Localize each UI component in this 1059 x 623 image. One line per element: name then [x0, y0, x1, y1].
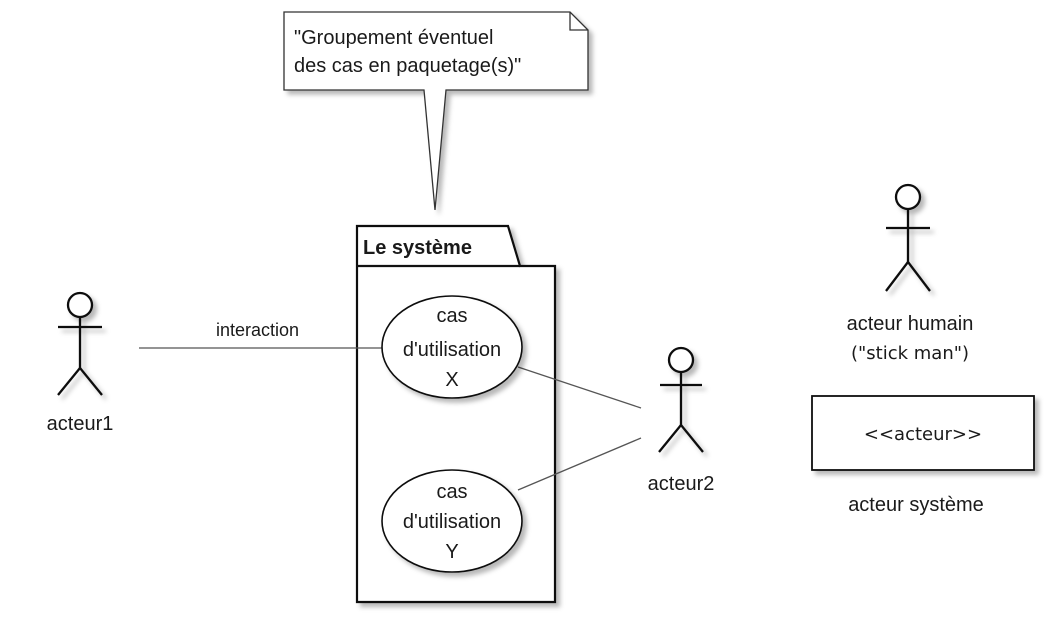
actor2-label: acteur2: [648, 473, 715, 495]
system-actor-stereotype: <<acteur>>: [864, 424, 982, 445]
actor1: acteur1: [47, 291, 114, 435]
note-shape: [283, 11, 589, 211]
system-actor-box: [811, 395, 1035, 471]
actor1-stick-figure-icon: [57, 291, 103, 396]
use-case-y-ellipse: [381, 469, 523, 573]
package-title: Le système: [363, 237, 472, 259]
human-actor-label: acteur humain: [847, 313, 974, 335]
note: "Groupement éventuel des cas en paquetag…: [283, 11, 589, 211]
use-case-x-line-2: d'utilisation: [403, 339, 501, 361]
note-line-2: des cas en paquetage(s)": [294, 55, 521, 77]
use-case-x-line-3: X: [445, 369, 458, 391]
use-case-y-line-3: Y: [445, 541, 458, 563]
association-label: interaction: [216, 320, 299, 340]
note-line-1: "Groupement éventuel: [294, 27, 493, 49]
note-corner-fold: [569, 12, 588, 31]
use-case-y-line-2: d'utilisation: [403, 511, 501, 533]
use-case-x: cas d'utilisation X: [381, 295, 523, 399]
system-actor-legend: <<acteur>> acteur système: [811, 395, 1035, 516]
human-actor-stick-figure-icon: [885, 183, 931, 292]
use-case-y: cas d'utilisation Y: [381, 469, 523, 573]
use-case-x-ellipse: [381, 295, 523, 399]
system-actor-label: acteur système: [848, 494, 984, 516]
human-actor-sublabel: ("stick man"): [851, 343, 969, 364]
association-ucy-actor2: [517, 437, 642, 491]
actor1-label: acteur1: [47, 413, 114, 435]
human-actor-legend: acteur humain ("stick man"): [847, 183, 974, 364]
actor2: acteur2: [648, 346, 715, 495]
use-case-x-line-1: cas: [436, 305, 467, 327]
association-ucx-actor2: [517, 366, 642, 409]
actor2-stick-figure-icon: [658, 346, 704, 453]
associations: [139, 347, 642, 491]
use-case-y-line-1: cas: [436, 481, 467, 503]
